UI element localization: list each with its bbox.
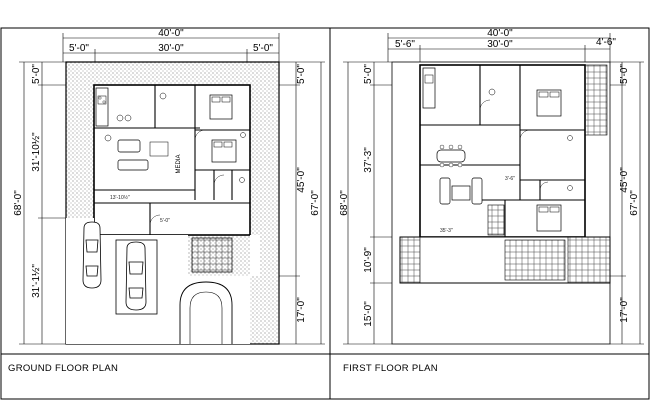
first-right-seg-3: 17'-0" [619, 297, 630, 323]
ground-floor-plan: 40'-0" 5'-0" 30'-0" 5'-0" 68'-0" 5'-0" 3… [13, 28, 325, 345]
first-floor-plan: 40'-0" 5'-6" 30'-0" 4'-6" 68'-0" 5'-0" 3… [339, 28, 644, 345]
first-top-seg-2: 30'-0" [487, 39, 513, 50]
ground-media-label: MEDIA [176, 154, 182, 173]
first-overall-width: 40'-0" [487, 28, 513, 39]
first-top-seg-3: 4'-6" [596, 37, 616, 48]
first-right-seg-1: 5'-0" [619, 64, 630, 84]
ground-left-seg-2: 31'-10½" [31, 132, 42, 172]
ground-left-seg-1: 5'-0" [31, 64, 42, 84]
ground-left-overall: 68'-0" [13, 190, 24, 216]
first-left-seg-3: 10'-9" [363, 247, 374, 273]
first-right-seg-2: 45'-0" [619, 167, 630, 193]
sheet-border [0, 27, 650, 400]
first-dining-table [436, 149, 466, 163]
ground-left-seg-3: 31'-1½" [31, 264, 42, 298]
ground-floor-title: GROUND FLOOR PLAN [8, 363, 118, 374]
car-icon [82, 221, 102, 289]
ground-right-seg-3: 17'-0" [296, 297, 307, 323]
ground-top-seg-2: 30'-0" [158, 43, 184, 54]
car-icon-2 [125, 241, 147, 311]
first-dim-note-2: 3'-6" [505, 176, 515, 182]
first-floor-title: FIRST FLOOR PLAN [343, 363, 438, 374]
ground-top-seg-3: 5'-0" [253, 43, 273, 54]
ground-right-seg-1: 5'-0" [296, 64, 307, 84]
first-right-overall: 67'-0" [629, 190, 640, 216]
ground-dim-note-2: 5'-0" [160, 218, 170, 224]
first-staircase [487, 204, 505, 236]
first-dim-note: 35'-3" [440, 228, 453, 234]
ground-right-seg-2: 45'-0" [296, 167, 307, 193]
first-left-overall: 68'-0" [339, 190, 350, 216]
ground-top-seg-1: 5'-0" [69, 43, 89, 54]
first-left-seg-2: 37'-3" [363, 147, 374, 173]
ground-overall-width: 40'-0" [158, 28, 184, 39]
ground-arched-gate [179, 281, 233, 344]
first-top-seg-1: 5'-6" [395, 39, 415, 50]
ground-dim-note: 13'-10½" [110, 194, 130, 201]
first-left-seg-4: 15'-0" [363, 301, 374, 327]
ground-right-overall: 67'-0" [310, 190, 321, 216]
ground-staircase [191, 237, 233, 273]
first-left-seg-1: 5'-0" [363, 64, 374, 84]
